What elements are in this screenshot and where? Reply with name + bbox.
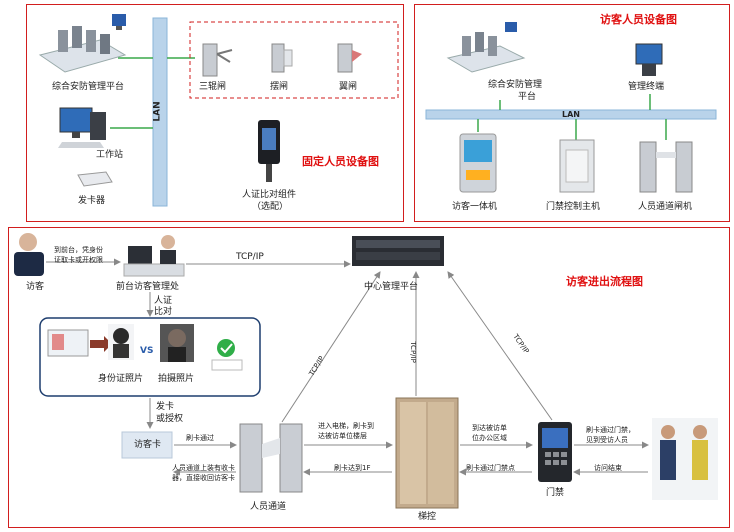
face-terminal-icon [258, 120, 280, 182]
tcp-ip-mid-label: TCP/IP [408, 341, 417, 363]
lan-bar-2 [425, 109, 717, 120]
gate-wing-label: 翼闸 [339, 82, 358, 92]
central-server-icon [352, 236, 444, 266]
face-module-label-1: 人证比对组件 [242, 190, 297, 200]
issue-card-label-1: 发卡 [156, 402, 175, 412]
id-card-icon [47, 329, 89, 357]
gate-group-box [189, 21, 399, 99]
panel-visitor-equipment-title: 访客人员设备图 [600, 13, 677, 26]
kiosk-label: 访客一体机 [452, 202, 498, 212]
tcp-ip-top-label: TCP/IP [236, 252, 264, 262]
platform-label-2a: 综合安防管理 [488, 80, 543, 90]
arrive-note-2: 位办公区域 [472, 434, 507, 442]
swing-gate-icon [271, 43, 293, 73]
door-access-label: 门禁 [546, 488, 565, 498]
door-controller-icon [559, 139, 595, 193]
check-icon [217, 339, 235, 357]
wing-gate-icon [337, 43, 362, 73]
visitor-card-label: 访客卡 [134, 440, 162, 450]
captured-photo-label: 拍摄照片 [158, 374, 195, 384]
handshake-photo [652, 418, 718, 500]
platform-label-2b: 平台 [518, 92, 537, 102]
workstation-icon [58, 107, 106, 148]
management-terminal-label: 管理终端 [628, 82, 665, 92]
card-issuer-icon [77, 171, 113, 187]
server-cluster-icon-2 [446, 22, 526, 73]
passage-turnstile-icon [239, 423, 303, 493]
id-face-photo [108, 324, 134, 360]
panel-fixed-title: 固定人员设备图 [302, 155, 379, 168]
turnstile-label: 人员通道闸机 [638, 202, 693, 212]
platform-label: 综合安防管理平台 [52, 82, 125, 92]
recycle-note-1: 人员通道上装有收卡 [172, 464, 235, 472]
workstation-label: 工作站 [96, 150, 124, 160]
gate-tripod-label: 三辊闸 [199, 82, 227, 92]
visitor-note-2: 证取卡或开权限 [54, 256, 103, 264]
visitor-person-icon [14, 233, 44, 276]
swipe-door-point-label: 刷卡通过门禁点 [466, 464, 515, 472]
elevator-note-2: 达被访单位楼层 [318, 432, 367, 440]
central-platform-label: 中心管理平台 [364, 282, 419, 292]
elevator-icon [395, 397, 459, 509]
arrive-note-1: 到达被访单 [472, 424, 507, 432]
arrow-right-icon [90, 336, 112, 352]
passage-label: 人员通道 [250, 502, 287, 512]
visitor-label: 访客 [26, 282, 45, 292]
turnstile-icon [639, 141, 693, 193]
verification-frame [39, 317, 261, 397]
meet-note-2: 见到受访人员 [586, 436, 628, 444]
recycle-note-2: 器，直接收回访客卡 [172, 474, 235, 482]
door-controller-label: 门禁控制主机 [546, 202, 601, 212]
door-access-reader-icon [538, 422, 572, 482]
server-cluster-icon [38, 14, 127, 73]
verify-label-1: 人证 [154, 296, 173, 306]
panel-flow-title: 访客进出流程图 [566, 275, 643, 288]
panel-visitor-flow [8, 227, 730, 528]
elevator-note-1: 进入电梯，刷卡到 [318, 422, 374, 430]
gate-swing-label: 摆闸 [270, 82, 289, 92]
face-module-label-2: （选配） [252, 202, 289, 212]
verify-label-2: 比对 [154, 307, 173, 317]
management-terminal-icon [635, 43, 663, 76]
captured-face-photo [160, 324, 194, 362]
visitor-note-1: 到前台，凭身份 [54, 246, 103, 254]
reception-label: 前台访客管理处 [116, 282, 180, 292]
swipe-to-1f-label: 刷卡达到1F [334, 464, 371, 472]
meet-note-1: 刷卡通过门禁， [586, 426, 635, 434]
tripod-turnstile-icon [202, 43, 233, 77]
elevator-label: 梯控 [418, 512, 437, 522]
visitor-kiosk-icon [459, 133, 497, 193]
lan-label-2: LAN [562, 110, 580, 119]
lan-bar [152, 17, 168, 207]
visitor-card-box [121, 431, 173, 459]
vs-label: VS [140, 346, 154, 356]
card-issuer-label: 发卡器 [78, 196, 106, 206]
id-photo-label: 身份证照片 [98, 374, 144, 384]
issue-card-label-2: 或授权 [156, 414, 184, 424]
visit-end-label: 访问结束 [594, 464, 622, 472]
reception-desk-icon [123, 235, 185, 277]
swipe-pass-label: 刷卡通过 [186, 434, 214, 442]
